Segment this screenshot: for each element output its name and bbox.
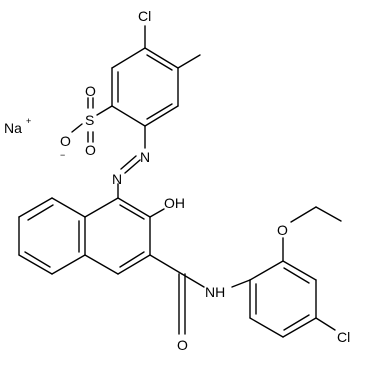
bond [18, 254, 53, 275]
bond [149, 208, 165, 218]
bond [282, 317, 317, 338]
bond [144, 47, 179, 69]
atom-o-lower: O [85, 142, 96, 158]
atom-o-upper: O [85, 83, 96, 99]
charge-na: + [26, 116, 31, 126]
bond [283, 267, 310, 284]
bond [124, 159, 141, 174]
bond [84, 197, 119, 218]
atom-cl-top: Cl [138, 8, 151, 24]
bond [249, 260, 284, 281]
bond [96, 105, 113, 116]
bond [119, 204, 145, 220]
bonds [18, 25, 342, 338]
bond [315, 206, 342, 222]
bond [84, 254, 119, 275]
bond [120, 155, 137, 170]
bond [27, 204, 54, 221]
bond [144, 105, 179, 127]
atom-o-amide: O [177, 337, 188, 353]
bond [24, 251, 51, 268]
atom-labels: Cl Na + O S O − O N N OH O NH O Cl [4, 8, 350, 353]
atom-nh: NH [205, 284, 225, 300]
atom-o-ether: O [277, 222, 288, 238]
bond [315, 317, 336, 331]
bond [249, 317, 284, 338]
atom-n-upper: N [140, 149, 150, 165]
bond [18, 197, 53, 218]
bond [283, 314, 310, 331]
bond [231, 279, 251, 288]
charge-o: − [60, 150, 65, 160]
bond [282, 260, 317, 281]
atom-s: S [85, 112, 94, 128]
atom-oh: OH [164, 195, 185, 211]
bond [117, 254, 151, 275]
bond [149, 254, 183, 275]
atom-na: Na [4, 120, 22, 136]
bond [146, 54, 173, 71]
bond [111, 47, 146, 69]
bond [290, 206, 317, 223]
bond [111, 105, 146, 127]
bond [146, 103, 173, 120]
bond [119, 251, 145, 268]
bond [71, 123, 83, 133]
bond [177, 54, 201, 69]
bond [51, 254, 86, 275]
bond [117, 197, 151, 218]
bond [181, 273, 205, 288]
atom-cl-bottom: Cl [337, 329, 350, 345]
bond [51, 197, 86, 218]
atom-o-left: O [60, 133, 71, 149]
atom-n-lower: N [112, 171, 122, 187]
